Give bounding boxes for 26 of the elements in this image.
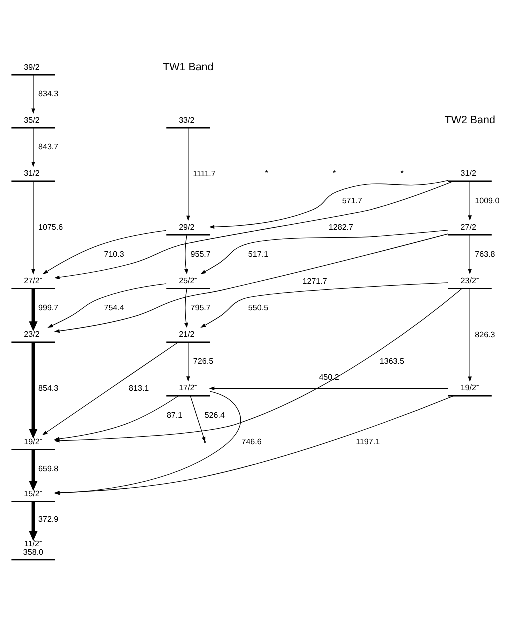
- arrow: [468, 234, 472, 274]
- arrow: [186, 127, 190, 221]
- arrow: [54, 233, 448, 333]
- arrow: [186, 342, 190, 382]
- arrow: [28, 342, 38, 438]
- arrow: [54, 180, 454, 279]
- label: TW1 Band: [162, 60, 214, 73]
- arrow: [200, 282, 448, 328]
- arrow: [208, 180, 448, 229]
- arrow: [31, 180, 35, 274]
- arrow: [200, 230, 448, 274]
- arrow: [184, 234, 188, 274]
- arrow: [42, 230, 166, 274]
- arrow: [31, 127, 35, 167]
- arrow: [28, 501, 38, 541]
- label: TW2 Band: [444, 114, 495, 126]
- arrow: [468, 288, 472, 382]
- arrow: [42, 342, 178, 435]
- arrow: [190, 395, 206, 442]
- arrow: [468, 180, 472, 220]
- arrow: [208, 386, 448, 390]
- arrow: [47, 283, 166, 328]
- arrow: [28, 449, 38, 491]
- arrow: [31, 74, 35, 114]
- arrow: [184, 288, 188, 328]
- arrow: [28, 288, 38, 331]
